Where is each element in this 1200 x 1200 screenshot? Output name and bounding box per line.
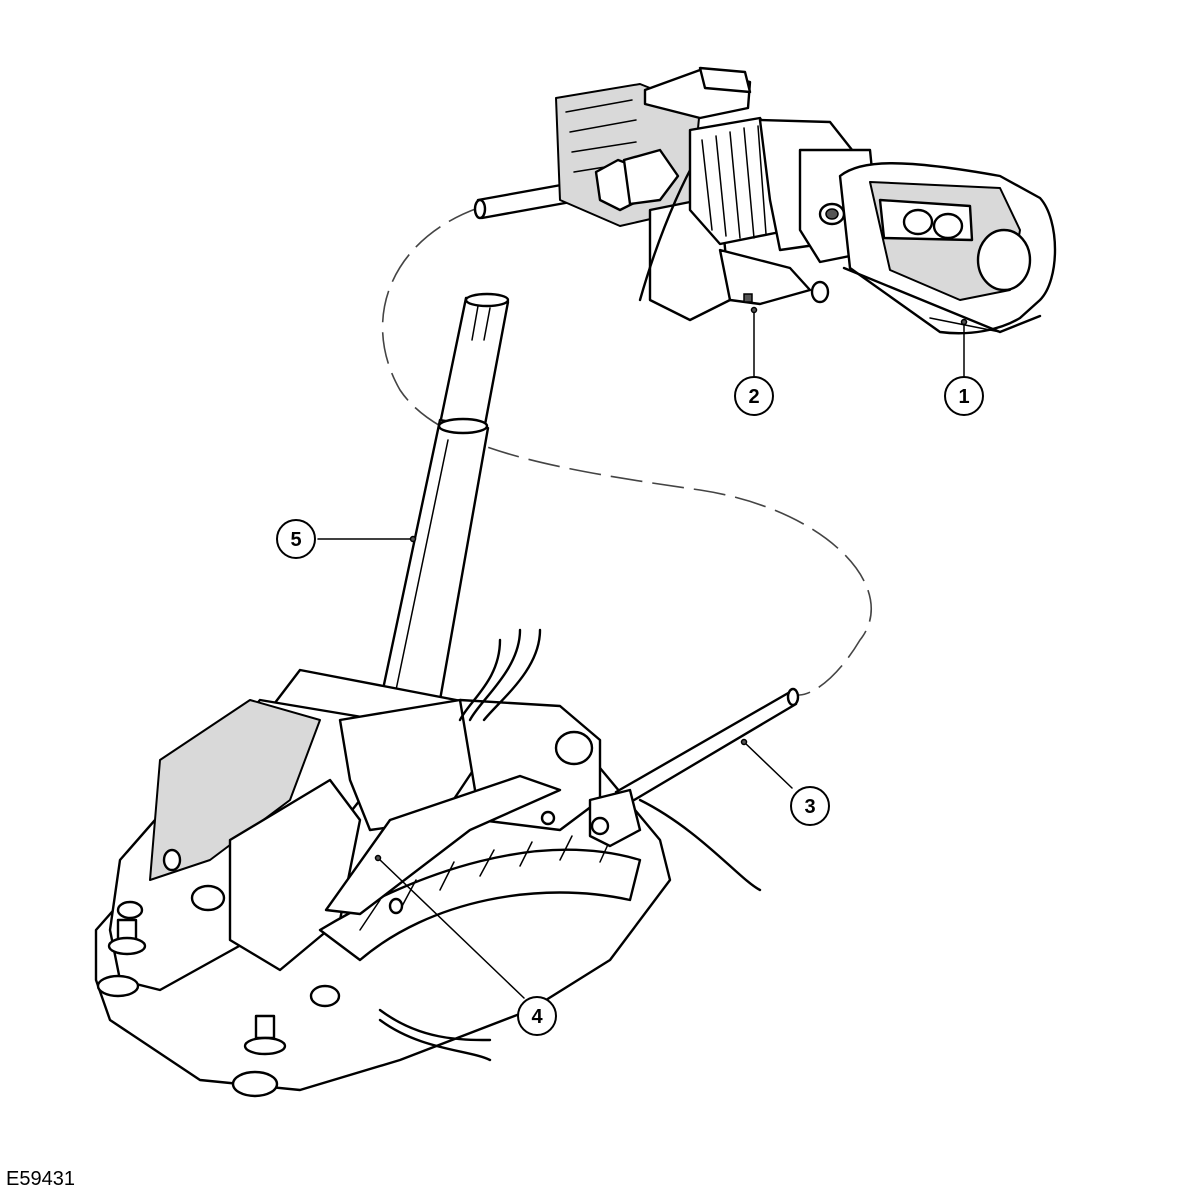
leader-line-1	[960, 318, 968, 377]
callout-4: 4	[517, 996, 557, 1036]
callout-2-label: 2	[748, 386, 759, 408]
callout-5-label: 5	[290, 529, 301, 551]
leader-line-4	[374, 854, 525, 999]
callout-5: 5	[276, 519, 316, 559]
mounting-stud-left	[96, 918, 147, 998]
figure-id: E59431	[6, 1168, 75, 1190]
mounting-stud-right	[231, 1014, 287, 1098]
callout-1-label: 1	[958, 386, 969, 408]
leader-line-2	[750, 306, 758, 377]
selector-lever-shaft	[380, 292, 510, 702]
callout-2: 2	[734, 376, 774, 416]
gear-selector-housing	[94, 628, 800, 1098]
leader-line-5	[317, 535, 417, 543]
callout-3: 3	[790, 786, 830, 826]
callout-3-label: 3	[804, 796, 815, 818]
callout-4-label: 4	[531, 1006, 543, 1028]
leader-line-3	[740, 738, 793, 789]
callout-1: 1	[944, 376, 984, 416]
cable-route-dashed	[381, 207, 872, 696]
ignition-switch-assembly	[473, 66, 1057, 335]
